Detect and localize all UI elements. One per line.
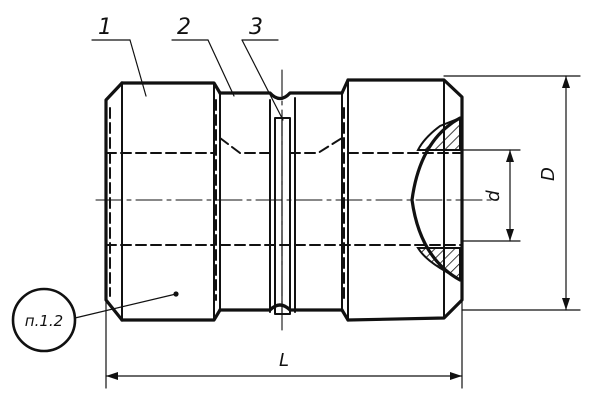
callout-leaders <box>91 39 284 121</box>
partial-section <box>410 116 462 282</box>
callout-3: 3 <box>249 15 263 40</box>
dimension-D-label: D <box>538 167 559 181</box>
dimension-L-label: L <box>279 350 289 371</box>
dimension-d <box>461 149 521 242</box>
dimension-D <box>443 75 581 311</box>
callout-2: 2 <box>177 15 191 40</box>
note-reference <box>11 287 179 353</box>
dimension-d-label: d <box>483 190 504 202</box>
callout-1: 1 <box>98 15 112 40</box>
note-reference-label: п.1.2 <box>25 312 63 330</box>
dimension-L <box>105 299 463 389</box>
bushing-outline <box>104 78 464 322</box>
